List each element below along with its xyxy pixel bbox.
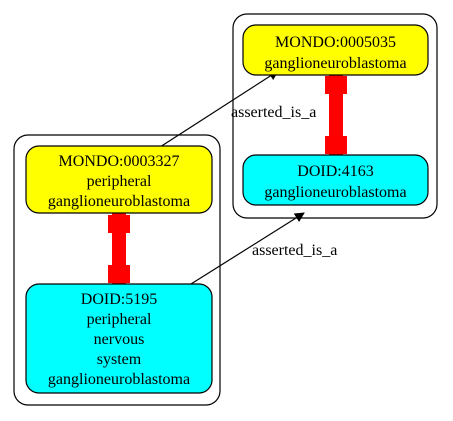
cluster-left — [13, 134, 221, 406]
node-doid-5195-line-3: nervous — [94, 331, 145, 348]
node-doid-5195[interactable]: DOID:5195 peripheral nervous system gang… — [25, 283, 213, 394]
node-mondo-0003327-id: MONDO:0003327 — [59, 153, 180, 170]
node-mondo-0003327-line-2: peripheral — [87, 173, 152, 190]
equivalence-edge-left — [108, 212, 130, 288]
equivalence-edge-top-right — [325, 73, 347, 157]
node-mondo-0005035[interactable]: MONDO:0005035 ganglioneuroblastoma — [242, 24, 429, 76]
node-mondo-0005035-name: ganglioneuroblastoma — [264, 55, 406, 72]
node-mondo-0005035-id: MONDO:0005035 — [275, 34, 396, 51]
node-doid-4163-id: DOID:4163 — [297, 163, 373, 180]
cluster-top-right — [232, 13, 438, 219]
edge-label-mondo-0003327-to-mondo-0005035: asserted_is_a — [231, 104, 316, 121]
edge-doid-5195-to-doid-4163 — [190, 212, 305, 285]
edge-mondo-0003327-to-mondo-0005035 — [159, 70, 279, 148]
node-doid-4163[interactable]: DOID:4163 ganglioneuroblastoma — [242, 154, 429, 206]
node-doid-5195-line-4: system — [97, 351, 142, 368]
node-doid-5195-id: DOID:5195 — [81, 291, 157, 308]
edge-label-doid-5195-to-doid-4163: asserted_is_a — [252, 242, 337, 259]
node-mondo-0003327-line-3: ganglioneuroblastoma — [48, 193, 190, 210]
node-doid-5195-line-5: ganglioneuroblastoma — [48, 371, 190, 388]
node-doid-4163-name: ganglioneuroblastoma — [264, 184, 406, 201]
node-doid-5195-line-2: peripheral — [87, 311, 152, 328]
node-mondo-0003327[interactable]: MONDO:0003327 peripheral ganglioneurobla… — [25, 145, 213, 214]
